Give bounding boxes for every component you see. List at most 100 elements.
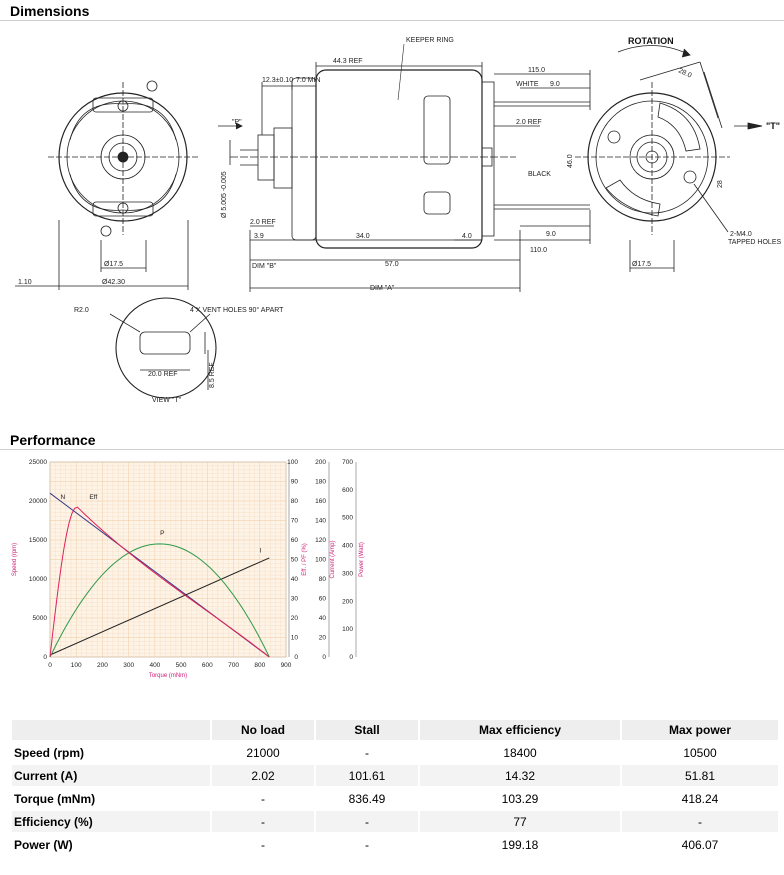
- label-ref-44-3: 44.3 REF: [333, 58, 363, 65]
- label-dia-42-3: Ø42.30: [102, 279, 125, 286]
- label-tapped-1: 2-M4.0: [730, 231, 752, 238]
- y-axis-label-current: Current (Amp): [330, 540, 336, 578]
- table-header-blank: [12, 720, 210, 740]
- table-header-no-load: No load: [212, 720, 314, 740]
- power-tick-label: 200: [342, 598, 353, 605]
- speed-tick-label: 25000: [29, 459, 47, 466]
- speed-tick-label: 0: [43, 654, 47, 661]
- table-cell: -: [261, 791, 265, 806]
- label-28b: 28: [717, 180, 724, 188]
- label-2-ref-right: 2.0 REF: [516, 119, 542, 126]
- label-dia-17-5-left: Ø17.5: [104, 261, 123, 268]
- table-cell: 101.61: [316, 765, 418, 786]
- x-tick-label: 800: [254, 662, 265, 669]
- current-tick-label: 180: [315, 479, 326, 486]
- table-cell: 10500: [683, 745, 717, 760]
- label-view-p: "P": [232, 119, 242, 126]
- current-tick-label: 160: [315, 498, 326, 505]
- x-tick-label: 300: [123, 662, 134, 669]
- current-tick-label: 80: [319, 576, 327, 583]
- performance-rule: [0, 449, 784, 450]
- x-tick-label: 900: [281, 662, 292, 669]
- label-9-bot: 9.0: [546, 231, 556, 238]
- label-115: 115.0: [528, 67, 545, 74]
- label-keeper-ring: KEEPER RING: [406, 37, 454, 44]
- label-12-3: 12.3±0.10: [262, 77, 293, 84]
- table-cell: 836.49: [348, 791, 386, 806]
- label-dim-a: DIM "A": [370, 285, 395, 292]
- label-110: 110.0: [530, 247, 547, 254]
- eff-tick-label: 20: [291, 615, 299, 622]
- label-dia-17-5-right: Ø17.5: [632, 261, 651, 268]
- row-label: Power (W): [14, 837, 73, 852]
- label-dia-shaft: Ø 5.005 -0.005: [221, 171, 228, 218]
- current-tick-label: 100: [315, 557, 326, 564]
- series-line-p: [49, 543, 270, 658]
- label-4: 4.0: [462, 233, 472, 240]
- table-header-max-power: Max power: [622, 720, 778, 740]
- current-tick-label: 0: [322, 654, 326, 661]
- label-tapped-2: TAPPED HOLES: [728, 239, 781, 246]
- y-axis-label-power: Power (Watt): [359, 542, 365, 577]
- series-line-i: [49, 557, 270, 656]
- table-cell: 2.02: [212, 765, 314, 786]
- eff-tick-label: 0: [294, 654, 298, 661]
- x-tick-label: 100: [71, 662, 82, 669]
- current-tick-label: 60: [319, 596, 327, 603]
- label-rotation: ROTATION: [628, 36, 674, 46]
- label-view-t: VIEW "T": [152, 397, 182, 404]
- table-row: Current (A) 2.02 101.61 14.32 51.81: [12, 765, 778, 786]
- table-cell: -: [365, 745, 369, 760]
- view-t-detail: [109, 297, 217, 399]
- label-white: WHITE: [516, 81, 539, 88]
- eff-tick-label: 50: [291, 557, 299, 564]
- label-dim-b: DIM "B": [252, 263, 277, 270]
- x-tick-label: 600: [202, 662, 213, 669]
- label-1-10: 1.10: [18, 279, 32, 286]
- x-axis-label: Torque (mNm): [149, 673, 187, 679]
- eff-tick-label: 70: [291, 518, 299, 525]
- table-cell: 14.32: [420, 765, 620, 786]
- row-label: Efficiency (%): [12, 811, 210, 832]
- x-tick-label: 200: [97, 662, 108, 669]
- x-tick-label: 400: [149, 662, 160, 669]
- series-label-i: I: [260, 548, 262, 555]
- dimensions-drawing: KEEPER RING ROTATION 44.3 REF 12.3±0.10 …: [15, 36, 781, 404]
- performance-table: No load Stall Max efficiency Max power S…: [10, 718, 780, 857]
- power-tick-label: 500: [342, 515, 353, 522]
- speed-tick-label: 20000: [29, 498, 47, 505]
- series-line-eff: [49, 506, 270, 658]
- current-tick-label: 20: [319, 635, 327, 642]
- label-57: 57.0: [385, 261, 399, 268]
- label-vent-holes: 4 X VENT HOLES 90° APART: [190, 306, 284, 314]
- table-row: Speed (rpm) 21000 - 18400 10500: [12, 742, 778, 763]
- row-label: Current (A): [12, 765, 210, 786]
- table-cell: -: [316, 811, 418, 832]
- table-cell: 199.18: [501, 837, 539, 852]
- right-end-view: [575, 45, 763, 272]
- label-2-ref-left: 2.0 REF: [250, 219, 276, 226]
- label-view-t-arrow: "T": [766, 121, 780, 131]
- table-row: Torque (mNm) - 836.49 103.29 418.24: [12, 788, 778, 809]
- left-end-view: [15, 80, 198, 290]
- current-tick-label: 120: [315, 537, 326, 544]
- power-tick-label: 300: [342, 570, 353, 577]
- table-row: Power (W) - - 199.18 406.07: [12, 834, 778, 855]
- series-label-p: P: [160, 530, 164, 537]
- y-axis-label-speed: Speed (rpm): [12, 543, 18, 576]
- power-tick-label: 100: [342, 626, 353, 633]
- chart-grid: [49, 461, 287, 658]
- eff-tick-label: 80: [291, 498, 299, 505]
- table-header-stall: Stall: [316, 720, 418, 740]
- label-34: 34.0: [356, 233, 370, 240]
- speed-tick-label: 5000: [33, 615, 48, 622]
- table-cell: -: [212, 811, 314, 832]
- side-view: [218, 62, 591, 292]
- table-cell: 406.07: [681, 837, 719, 852]
- row-label: Speed (rpm): [14, 745, 85, 760]
- table-cell: 18400: [503, 745, 537, 760]
- power-tick-label: 0: [349, 654, 353, 661]
- table-header-row: No load Stall Max efficiency Max power: [12, 720, 778, 740]
